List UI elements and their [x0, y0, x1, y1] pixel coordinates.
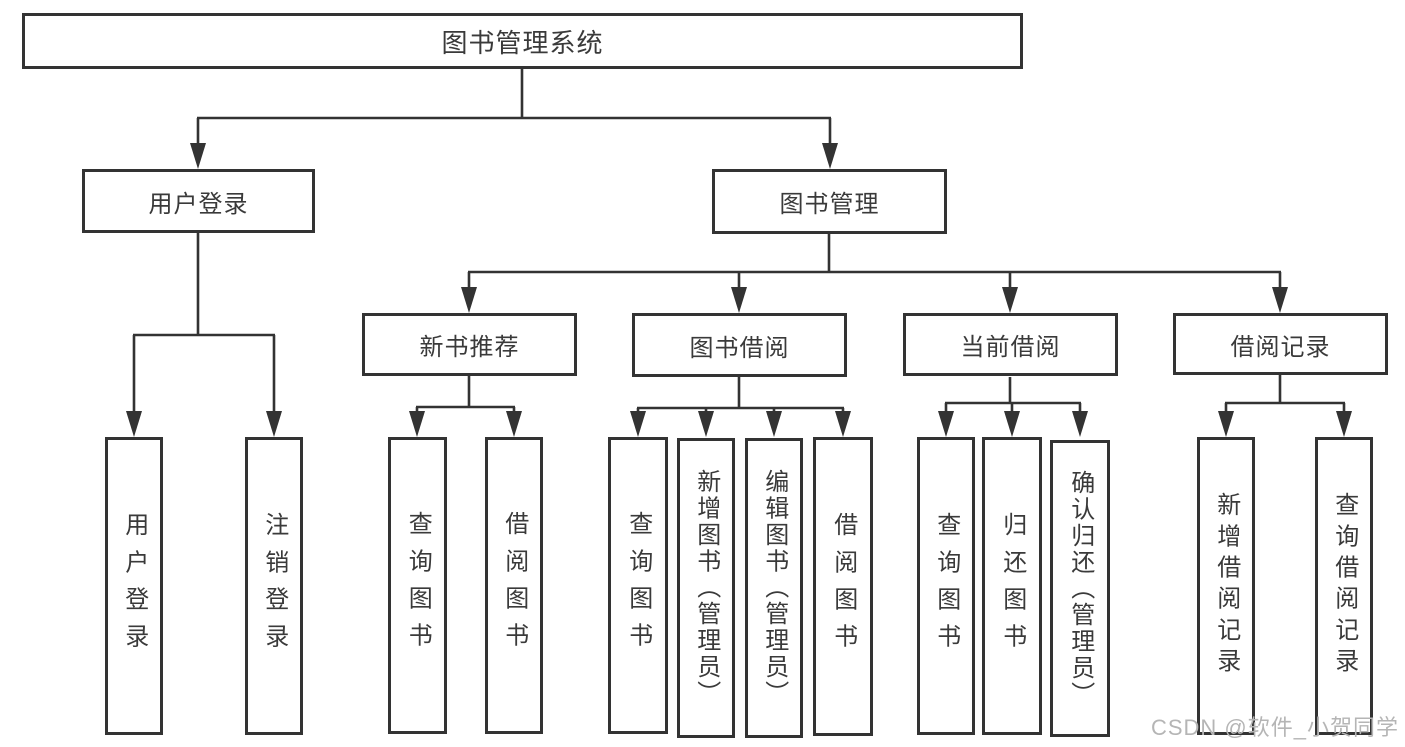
leaf-return-book: 归还图书: [982, 437, 1042, 735]
node-label: 新书推荐: [419, 334, 520, 361]
leaf-label: 查询借阅记录: [1330, 492, 1358, 680]
leaf-label: 新增借阅记录: [1212, 492, 1240, 680]
node-label: 图书管理系统: [441, 27, 604, 58]
leaf-add-book-admin: 新增图书（管理员）: [677, 438, 735, 738]
leaf-label: 查询图书: [932, 511, 960, 661]
node-label: 图书管理: [779, 191, 880, 218]
leaf-confirm-return-admin: 确认归还（管理员）: [1050, 440, 1110, 737]
leaf-label: 查询图书: [404, 511, 432, 660]
node-user-login: 用户登录: [82, 169, 315, 233]
leaf-query-book-1: 查询图书: [388, 437, 447, 734]
node-borrow-records: 借阅记录: [1173, 313, 1388, 375]
leaf-borrow-book-2: 借阅图书: [813, 437, 873, 736]
node-book-management: 图书管理: [712, 169, 947, 234]
node-label: 图书借阅: [689, 334, 790, 362]
node-library-management-system: 图书管理系统: [22, 13, 1023, 69]
leaf-label: 注销登录: [260, 511, 288, 661]
node-current-borrow: 当前借阅: [903, 313, 1118, 376]
leaf-label: 归还图书: [998, 511, 1026, 661]
leaf-query-book-2: 查询图书: [608, 437, 668, 734]
leaf-label: 确认归还（管理员）: [1066, 469, 1094, 708]
node-new-book-recommend: 新书推荐: [362, 313, 577, 376]
node-label: 借阅记录: [1230, 333, 1331, 361]
leaf-add-borrow-record: 新增借阅记录: [1197, 437, 1255, 735]
leaf-user-login: 用户登录: [105, 437, 163, 735]
leaf-label: 编辑图书（管理员）: [760, 469, 788, 707]
leaf-label: 查询图书: [624, 511, 652, 660]
node-label: 当前借阅: [960, 334, 1061, 361]
leaf-label: 借阅图书: [829, 512, 857, 661]
node-book-borrow: 图书借阅: [632, 313, 847, 377]
leaf-label: 用户登录: [120, 511, 148, 661]
leaf-edit-book-admin: 编辑图书（管理员）: [745, 438, 803, 738]
arrowheads: [126, 143, 1352, 437]
leaf-query-borrow-record: 查询借阅记录: [1315, 437, 1373, 735]
node-label: 用户登录: [148, 190, 249, 218]
leaf-label: 借阅图书: [500, 511, 528, 660]
leaf-logout: 注销登录: [245, 437, 303, 735]
leaf-label: 新增图书（管理员）: [692, 469, 720, 707]
leaf-borrow-book-1: 借阅图书: [485, 437, 543, 734]
leaf-query-book-3: 查询图书: [917, 437, 975, 735]
